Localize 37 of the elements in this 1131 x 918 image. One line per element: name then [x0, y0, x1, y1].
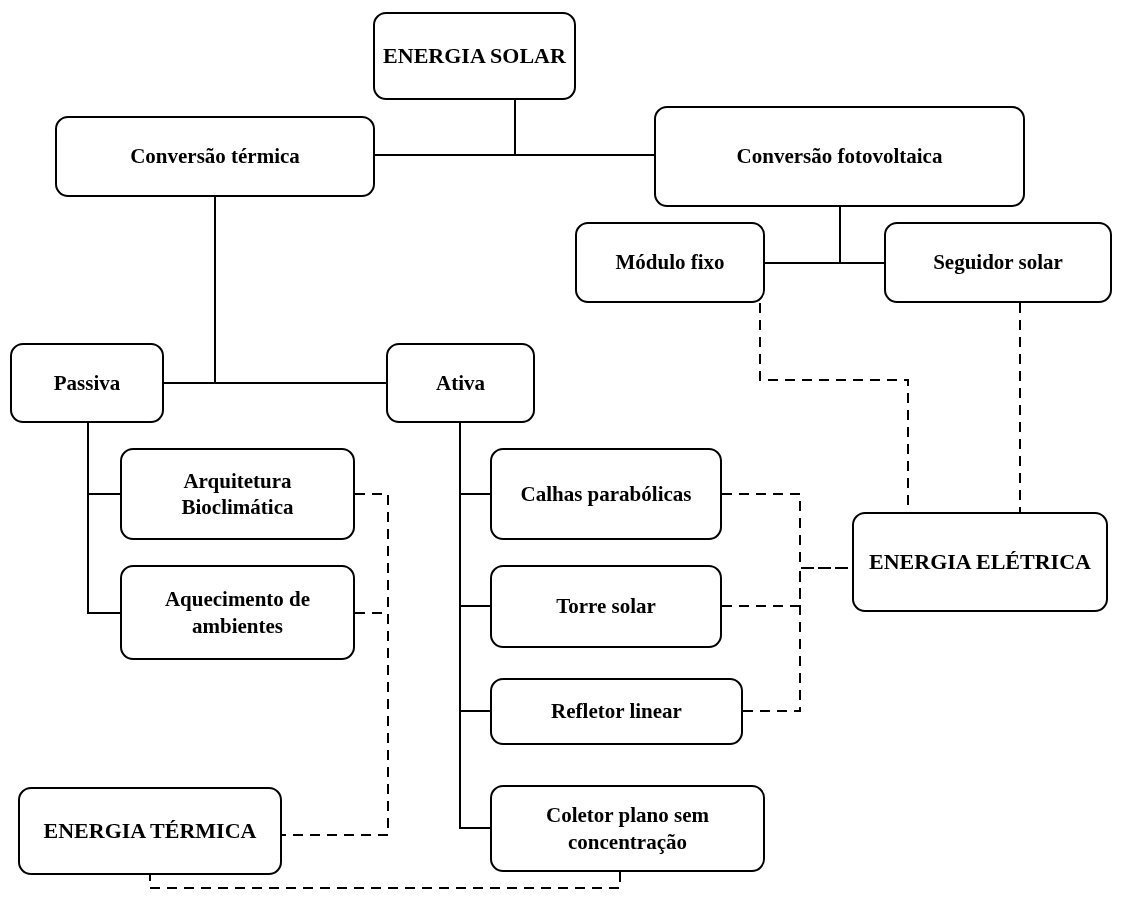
process-box	[373, 12, 576, 100]
process-box	[490, 785, 765, 872]
process-box	[852, 512, 1108, 612]
box-label: Aquecimento de ambientes	[163, 586, 312, 639]
process-box	[10, 343, 164, 423]
connector-line	[514, 99, 655, 156]
process-box	[490, 448, 722, 540]
process-box	[654, 106, 1025, 207]
box-label: ENERGIA TÉRMICA	[43, 817, 257, 845]
process-box	[884, 222, 1112, 303]
process-box	[18, 787, 282, 875]
connector-line	[214, 196, 387, 384]
box-label: Módulo fixo	[615, 249, 725, 276]
connector-line	[87, 422, 121, 614]
box-label: Passiva	[53, 369, 121, 397]
box-label: Seguidor solar	[933, 249, 1063, 276]
box-label: ENERGIA SOLAR	[383, 42, 566, 70]
process-box	[575, 222, 765, 303]
box-label: Calhas parabólicas	[520, 480, 692, 508]
connector-line	[839, 206, 885, 264]
dashed-connector	[1019, 302, 1021, 513]
process-box	[490, 678, 743, 745]
box-label: Refletor linear	[551, 698, 682, 725]
box-label: Conversão térmica	[130, 143, 300, 170]
box-label: Torre solar	[556, 593, 656, 620]
box-label: Ativa	[436, 369, 485, 397]
box-label: Conversão fotovoltaica	[736, 143, 943, 170]
box-label: Coletor plano sem concentração	[545, 802, 710, 855]
process-box	[120, 565, 355, 660]
box-label: ENERGIA ELÉTRICA	[869, 548, 1091, 576]
dashed-connector	[281, 612, 389, 836]
process-box	[490, 565, 722, 648]
process-box	[55, 116, 375, 197]
box-label: Arquitetura Bioclimática	[180, 467, 295, 521]
process-box	[386, 343, 535, 423]
dashed-connector	[149, 871, 621, 889]
process-box	[120, 448, 355, 540]
